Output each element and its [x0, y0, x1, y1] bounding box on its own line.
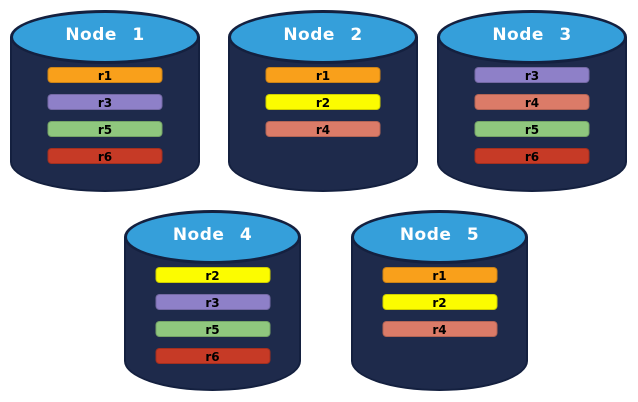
replica-bar-r5: r5: [47, 121, 163, 137]
replica-bar-r5: r5: [474, 121, 590, 137]
replica-bar-r3: r3: [155, 294, 270, 310]
replica-list: r2 r3 r5 r6: [155, 267, 270, 364]
cylinder-top-ellipse: [10, 10, 200, 64]
replica-list: r1 r2 r4: [382, 267, 497, 337]
node-title: Node 4: [172, 225, 253, 245]
cylinder-top-ellipse: [351, 210, 528, 264]
node-cylinder-4: Node 4 r2 r3 r5 r6: [124, 210, 301, 391]
node-cylinder-1: Node 1 r1 r3 r5 r6: [10, 10, 200, 192]
node-title: Node 3: [492, 25, 572, 45]
replica-bar-r4: r4: [265, 121, 381, 137]
replica-bar-r2: r2: [382, 294, 497, 310]
node-cylinder-3: Node 3 r3 r4 r5 r6: [437, 10, 627, 192]
node-cylinder-5: Node 5 r1 r2 r4: [351, 210, 528, 391]
replica-bar-r3: r3: [474, 67, 590, 83]
node-title: Node 5: [399, 225, 480, 245]
replica-bar-r4: r4: [382, 321, 497, 337]
cylinder-top-ellipse: [437, 10, 627, 64]
node-title: Node 1: [65, 25, 145, 45]
node-title: Node 2: [283, 25, 363, 45]
replica-bar-r2: r2: [265, 94, 381, 110]
replica-bar-r3: r3: [47, 94, 163, 110]
cylinder-top-ellipse: [228, 10, 418, 64]
replica-bar-r1: r1: [47, 67, 163, 83]
replica-list: r1 r3 r5 r6: [47, 67, 163, 164]
replica-bar-r2: r2: [155, 267, 270, 283]
replica-bar-r6: r6: [47, 148, 163, 164]
node-cylinder-2: Node 2 r1 r2 r4: [228, 10, 418, 192]
replica-bar-r1: r1: [265, 67, 381, 83]
replica-list: r3 r4 r5 r6: [474, 67, 590, 164]
replica-bar-r6: r6: [474, 148, 590, 164]
replica-bar-r6: r6: [155, 348, 270, 364]
cylinder-top-ellipse: [124, 210, 301, 264]
replica-bar-r1: r1: [382, 267, 497, 283]
replica-bar-r4: r4: [474, 94, 590, 110]
replica-list: r1 r2 r4: [265, 67, 381, 137]
cylinder-body-shape: [437, 37, 627, 192]
replica-bar-r5: r5: [155, 321, 270, 337]
